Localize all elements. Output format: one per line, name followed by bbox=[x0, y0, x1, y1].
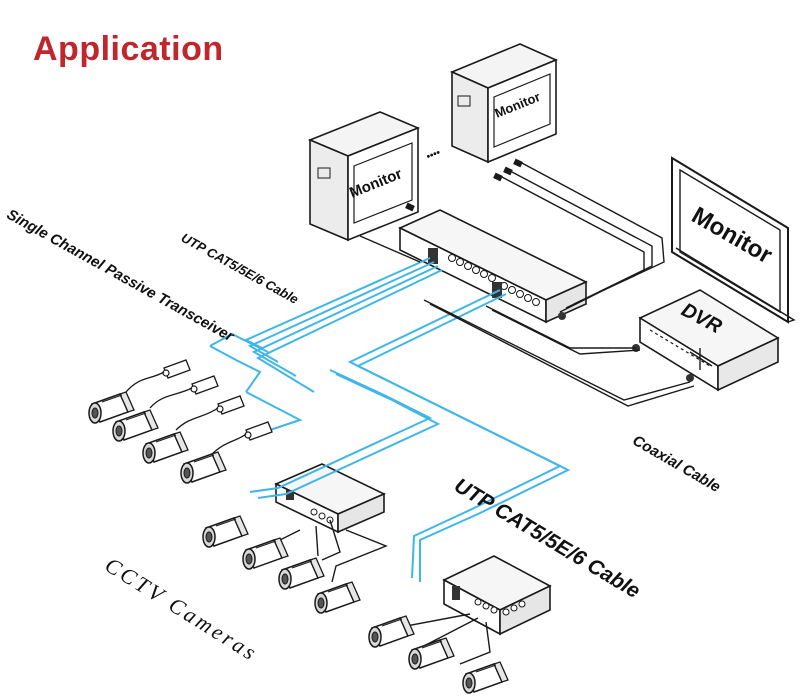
monitor-left bbox=[307, 111, 421, 242]
dvr-recorder bbox=[632, 289, 780, 392]
passive-transceivers bbox=[125, 359, 273, 457]
coaxial-cables bbox=[279, 161, 695, 665]
monitor-ellipsis: •••• bbox=[425, 147, 443, 163]
page-title: Application bbox=[33, 30, 224, 68]
bottom-video-hub bbox=[442, 555, 552, 636]
monitor-right bbox=[671, 156, 796, 324]
monitor-top bbox=[449, 43, 559, 164]
utp-cables bbox=[209, 257, 571, 582]
cctv-cameras-group-1 bbox=[88, 391, 227, 484]
connector-plugs bbox=[405, 158, 523, 212]
main-video-hub bbox=[398, 209, 588, 324]
